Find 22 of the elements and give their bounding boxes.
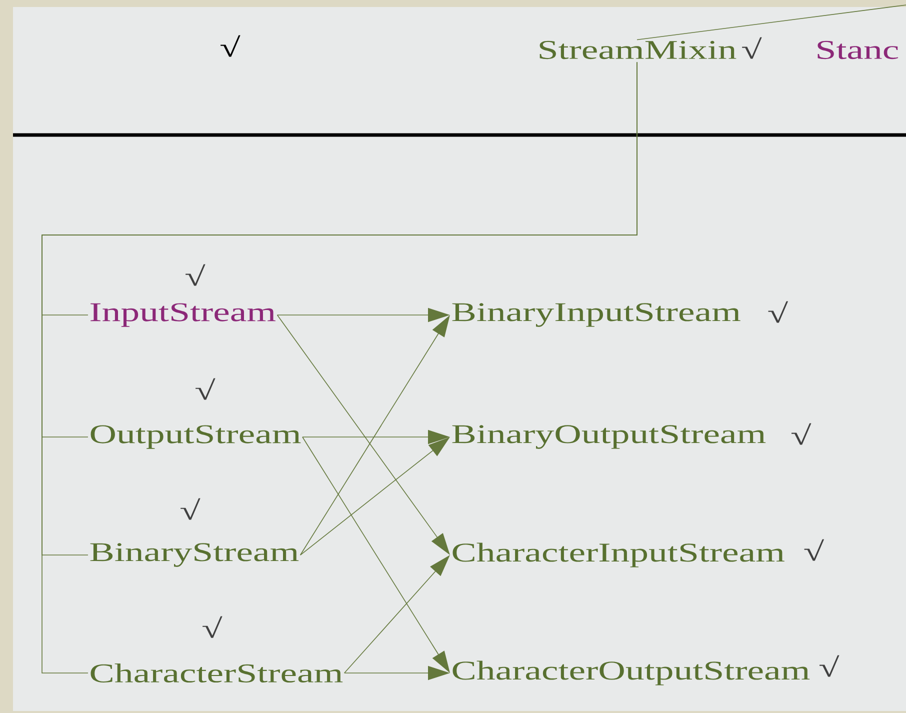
check-mark: √ <box>202 616 222 638</box>
class-name: CharacterInputStream <box>452 542 784 568</box>
class-name: OutputStream <box>90 425 301 449</box>
class-name: CharacterStream <box>90 664 343 682</box>
check-mark: √ <box>820 655 840 677</box>
connector-line <box>42 62 638 674</box>
check-mark: √ <box>180 498 200 520</box>
class-name: Stanc <box>818 40 898 60</box>
class-name: BinaryStream <box>90 543 299 567</box>
check-mark: √ <box>196 378 216 400</box>
check-mark: √ <box>792 423 812 445</box>
check-mark: √ <box>742 37 762 59</box>
check-mark: √ <box>186 264 206 286</box>
check-mark: √ <box>768 301 788 323</box>
class-name: StreamMixin <box>540 40 736 60</box>
class-name: CharacterOutputStream <box>452 660 810 686</box>
class-name: BinaryInputStream <box>452 303 740 327</box>
check-mark: √ <box>220 35 240 57</box>
class-name: InputStream <box>90 303 276 327</box>
class-name: BinaryOutputStream <box>452 425 766 449</box>
check-mark: √ <box>804 539 824 561</box>
connector-line <box>636 4 906 40</box>
